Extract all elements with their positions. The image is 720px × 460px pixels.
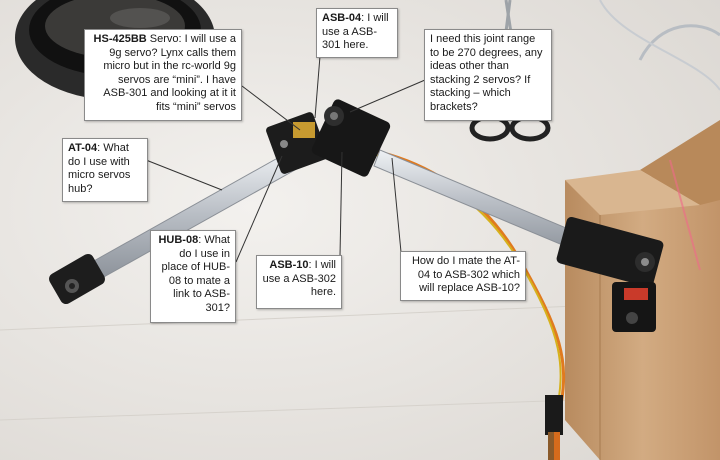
- leader-line: [339, 151, 343, 257]
- callout-code: ASB-04: [322, 12, 362, 24]
- white-cable: [638, 24, 720, 61]
- callout-asb04: ASB-04: I will use a ASB-301 here.: [316, 8, 398, 58]
- callout-at04: AT-04: What do I use with micro servos h…: [62, 138, 148, 202]
- leader-lines: [145, 55, 426, 263]
- callout-code: AT-04: [68, 142, 98, 154]
- callout-text: : What do I use with micro servos hub?: [68, 142, 131, 195]
- leader-line: [235, 155, 283, 263]
- leader-line: [391, 157, 402, 253]
- right-servo: [556, 217, 664, 332]
- callout-hub08: HUB-08: What do I use in place of HUB-08…: [150, 230, 236, 323]
- leader-line: [241, 85, 301, 131]
- callout-text: : I will use a ASB-301 here.: [322, 12, 389, 51]
- leader-line: [349, 79, 426, 113]
- hub-end: [49, 253, 105, 305]
- center-servo-right: [311, 99, 391, 177]
- callout-text: How do I mate the AT-04 to ASB-302 which…: [411, 255, 520, 294]
- callout-code: ASB-10: [269, 259, 309, 271]
- callout-text: I need this joint range to be 270 degree…: [430, 33, 543, 113]
- callout-code: HS-425BB: [93, 33, 147, 45]
- callout-mate: How do I mate the AT-04 to ASB-302 which…: [400, 251, 526, 301]
- white-cable: [599, 0, 720, 91]
- center-servo-left: [266, 112, 328, 174]
- callout-code: HUB-08: [158, 234, 199, 246]
- servo-connector: [545, 395, 563, 460]
- callout-asb10: ASB-10: I will use a ASB-302 here.: [256, 255, 342, 309]
- callout-text: : What do I use in place of HUB-08 to ma…: [161, 234, 230, 314]
- leader-line: [314, 55, 321, 119]
- callout-text: : I will use a ASB-302 here.: [262, 259, 336, 298]
- callout-joint-range: I need this joint range to be 270 degree…: [424, 29, 552, 121]
- callout-hs425bb: HS-425BB Servo: I will use a 9g servo? L…: [84, 29, 242, 121]
- callout-text: Servo: I will use a 9g servo? Lynx calls…: [103, 33, 236, 113]
- leader-line: [145, 159, 223, 191]
